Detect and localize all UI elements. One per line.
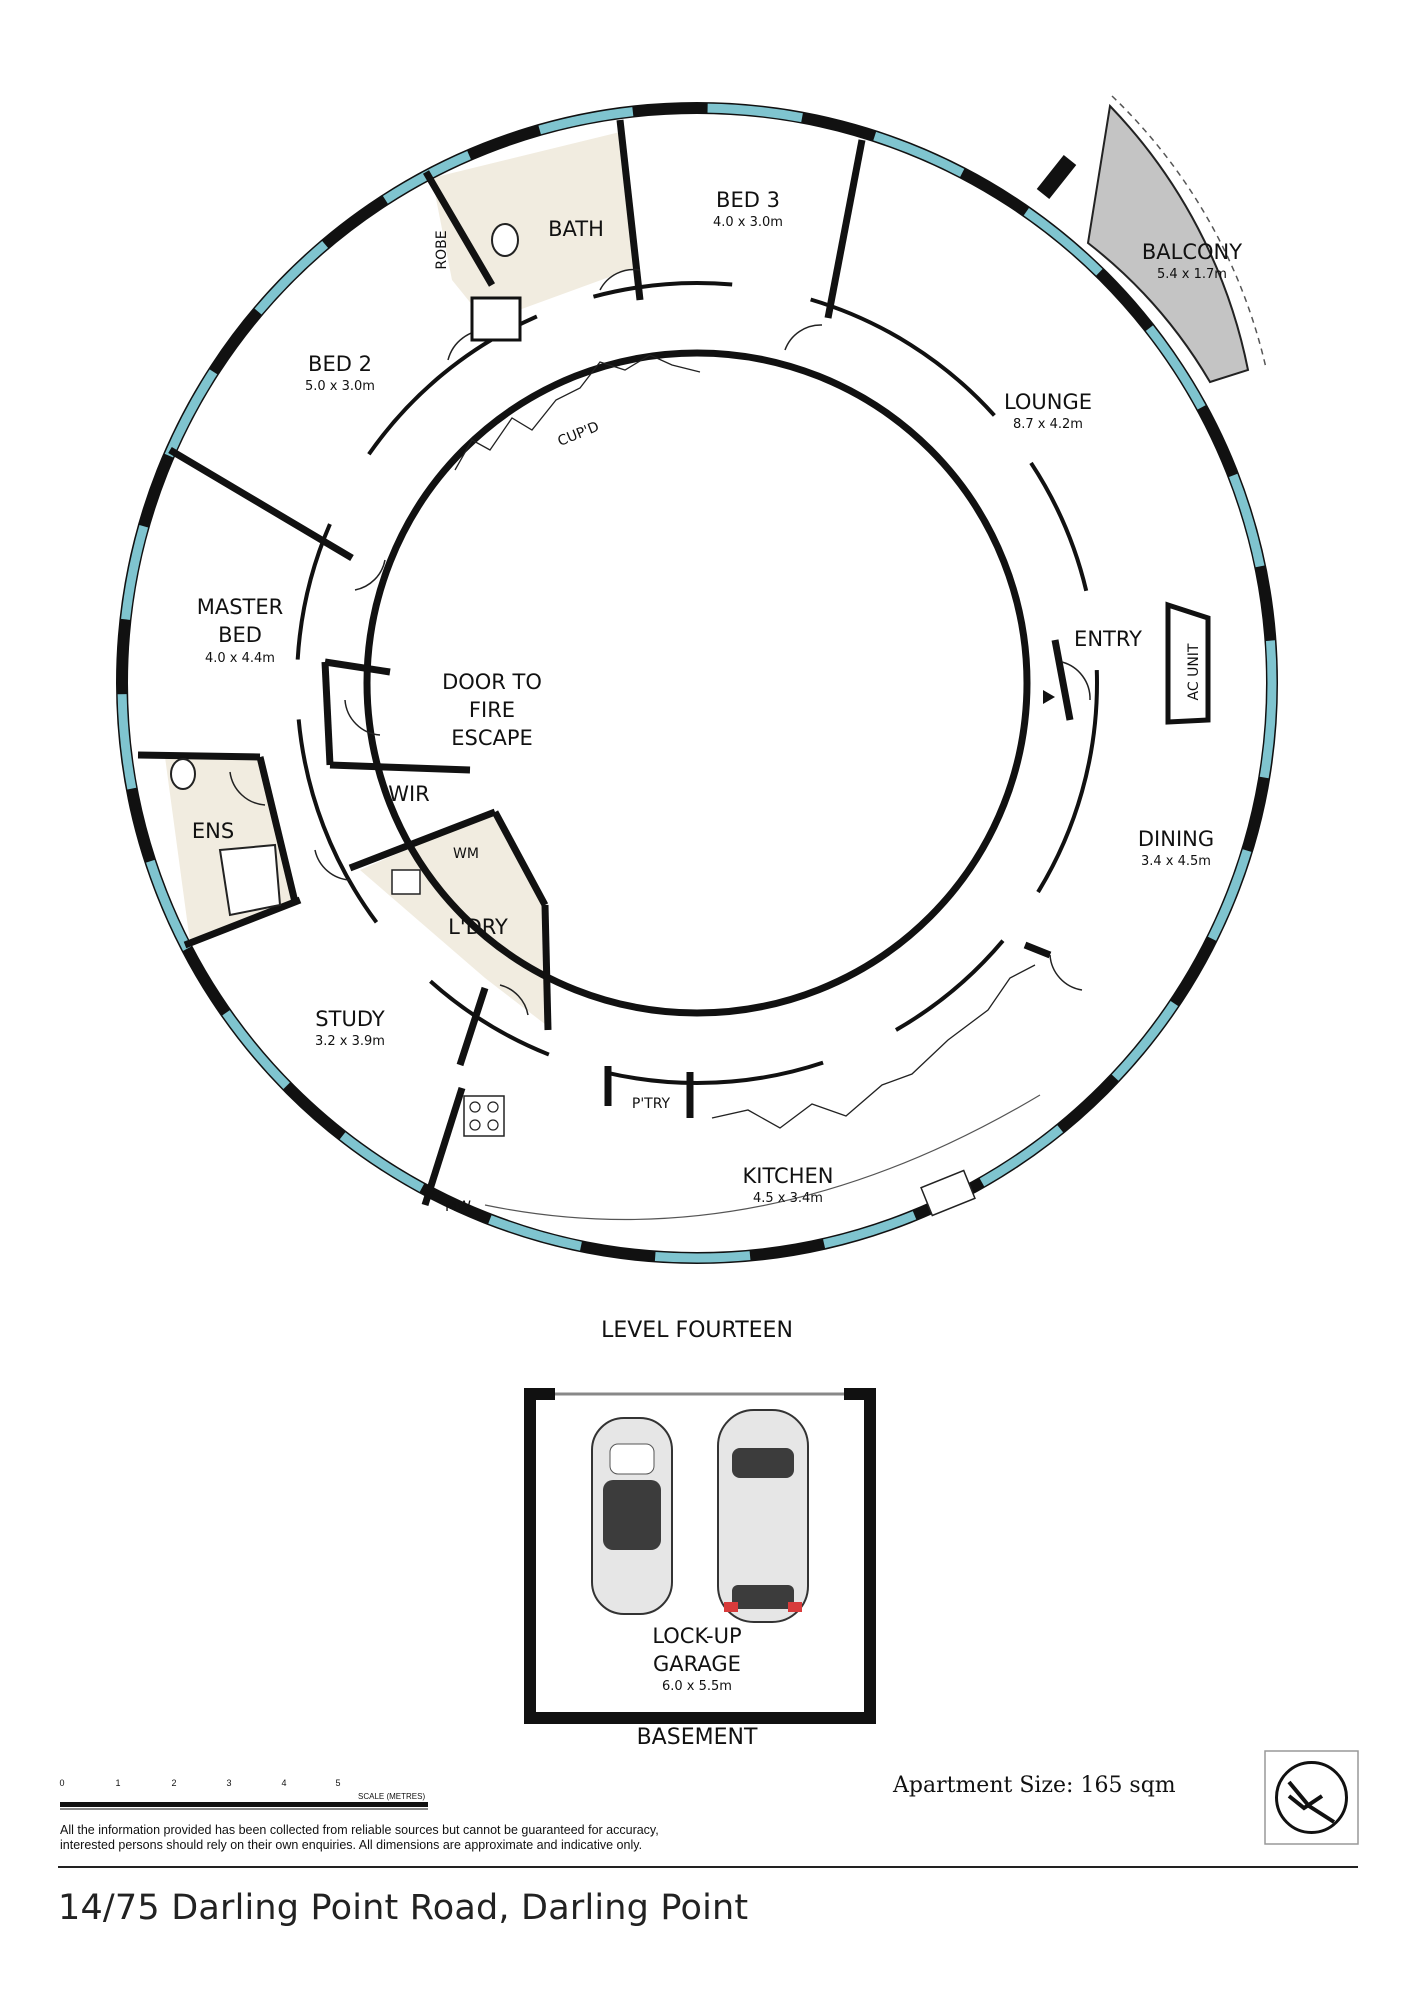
cooktop-burners: [469, 1101, 499, 1131]
ac-unit: [1165, 601, 1211, 725]
shower-tray: [218, 843, 282, 917]
basement-label: BASEMENT: [637, 1725, 758, 1750]
garage-walls: [524, 1388, 876, 1724]
balcony-dim: 5.4 x 1.7m: [1157, 267, 1227, 282]
window-glazing: [117, 103, 1277, 1263]
car-icon: [591, 1417, 673, 1615]
cupboard-doors: [454, 354, 701, 471]
door-swings: [229, 268, 1091, 1016]
apartment-size: Apartment Size: 165 sqm: [893, 1773, 1176, 1798]
balcony-name: BALCONY: [1142, 240, 1242, 264]
ptry-name: P'TRY: [632, 1096, 671, 1112]
study-dim: 3.2 x 3.9m: [315, 1034, 385, 1049]
lounge-dim: 8.7 x 4.2m: [1013, 417, 1083, 432]
entry-arrow-icon: [1043, 690, 1055, 704]
ens-name: ENS: [192, 819, 234, 843]
bed2-dim: 5.0 x 3.0m: [305, 379, 375, 394]
level-label: LEVEL FOURTEEN: [601, 1318, 793, 1343]
ac-unit-name: AC UNIT: [1186, 643, 1202, 700]
kitchen-cabinets: [711, 964, 1036, 1129]
master-dim: 4.0 x 4.4m: [205, 651, 275, 666]
inner-core-wall: [363, 349, 1031, 1017]
compass-north-icon: [1264, 1750, 1359, 1845]
kitchen-sink: [920, 1169, 976, 1217]
laundry-sink: [391, 869, 421, 895]
svg-text:SCALE (METRES): SCALE (METRES): [358, 1792, 425, 1801]
wm-name: WM: [453, 846, 479, 862]
fire-escape-1: DOOR TO: [442, 670, 542, 694]
svg-text:2: 2: [171, 1778, 176, 1788]
garage-name-1: LOCK-UP: [652, 1624, 741, 1648]
balcony-rail: [1111, 95, 1267, 369]
cooktop: [463, 1095, 505, 1137]
toilet-icon: [491, 223, 519, 257]
property-address: 14/75 Darling Point Road, Darling Point: [58, 1888, 749, 1928]
laundry-floor: [360, 812, 550, 1028]
toilet-icon: [170, 758, 196, 790]
car-icon: [717, 1409, 809, 1623]
dining-dim: 3.4 x 4.5m: [1141, 854, 1211, 869]
robe-name: ROBE: [434, 230, 450, 269]
disclaimer-line: All the information provided has been co…: [60, 1823, 659, 1837]
corridor-line: [295, 281, 1099, 1085]
ldry-name: L'DRY: [448, 915, 508, 939]
kitchen-name: KITCHEN: [743, 1164, 834, 1188]
fire-escape-3: ESCAPE: [451, 726, 533, 750]
svg-text:4: 4: [281, 1778, 286, 1788]
bath-name: BATH: [548, 217, 604, 241]
bed3-dim: 4.0 x 3.0m: [713, 215, 783, 230]
bed2-name: BED 2: [308, 352, 372, 376]
study-name: STUDY: [315, 1007, 385, 1031]
bed3-name: BED 3: [716, 188, 780, 212]
master-name-2: BED: [218, 623, 262, 647]
fire-escape-2: FIRE: [469, 698, 515, 722]
entry-name: ENTRY: [1074, 627, 1142, 651]
garage-dim: 6.0 x 5.5m: [662, 1679, 732, 1694]
svg-text:5: 5: [335, 1778, 340, 1788]
dining-name: DINING: [1138, 827, 1214, 851]
kitchen-dim: 4.5 x 3.4m: [753, 1191, 823, 1206]
garage-name-2: GARAGE: [653, 1652, 741, 1676]
balcony-wall: [1036, 155, 1077, 199]
disclaimer: All the information provided has been co…: [60, 1823, 820, 1853]
svg-text:0: 0: [59, 1778, 64, 1788]
mw-name: MW: [445, 1199, 471, 1215]
outer-wall: [116, 102, 1278, 1264]
scale-bar: 0 1 2 3 4 5 SCALE (METRES): [59, 1778, 428, 1810]
lounge-name: LOUNGE: [1004, 390, 1092, 414]
svg-text:3: 3: [226, 1778, 231, 1788]
wir-name: WIR: [388, 782, 430, 806]
cupd-name: CUP'D: [556, 419, 602, 450]
disclaimer-line: interested persons should rely on their …: [60, 1838, 643, 1852]
balcony-floor: [1086, 103, 1250, 384]
kitchen-bench: [484, 1094, 1041, 1221]
shower: [470, 296, 522, 342]
master-name-1: MASTER: [197, 595, 284, 619]
svg-text:1: 1: [115, 1778, 120, 1788]
divider: [58, 1866, 1358, 1868]
